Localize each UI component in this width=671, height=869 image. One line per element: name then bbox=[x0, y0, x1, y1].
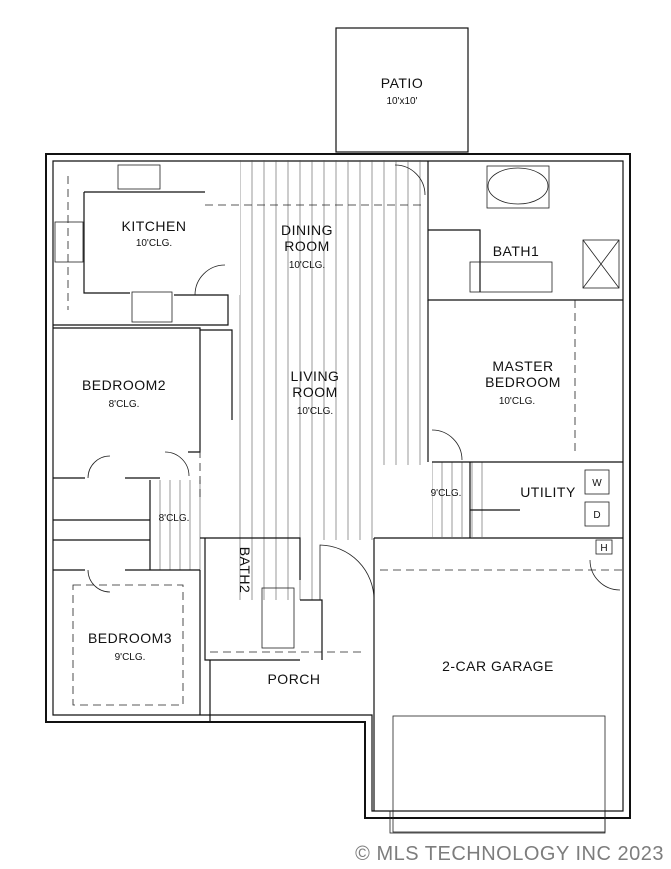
patio-label: PATIO bbox=[381, 75, 423, 91]
living-ceiling: 10'CLG. bbox=[297, 406, 333, 417]
hall-floor-hatch bbox=[150, 480, 201, 570]
living-label-2: ROOM bbox=[292, 384, 338, 400]
dining-label-1: DINING bbox=[281, 222, 333, 238]
dining-label-2: ROOM bbox=[284, 238, 330, 254]
bedroom3-ceiling: 9'CLG. bbox=[115, 652, 146, 663]
master-label-1: MASTER bbox=[492, 358, 553, 374]
bath1-label: BATH1 bbox=[493, 243, 540, 259]
bedroom3-label: BEDROOM3 bbox=[88, 630, 172, 646]
living-label-1: LIVING bbox=[291, 368, 340, 384]
interior-walls bbox=[53, 161, 623, 834]
kitchen-label: KITCHEN bbox=[122, 218, 187, 234]
bedroom2-label: BEDROOM2 bbox=[82, 377, 166, 393]
washer-label: W bbox=[592, 478, 602, 489]
patio-dims: 10'x10' bbox=[386, 96, 417, 107]
porch-label: PORCH bbox=[267, 671, 320, 687]
kitchen-ceiling: 10'CLG. bbox=[136, 238, 172, 249]
watermark: © MLS TECHNOLOGY INC 2023 bbox=[355, 843, 664, 865]
bedroom2-ceiling: 8'CLG. bbox=[109, 399, 140, 410]
hall-ceiling: 8'CLG. bbox=[159, 513, 190, 524]
utility-ceiling: 9'CLG. bbox=[431, 488, 462, 499]
dryer-label: D bbox=[593, 510, 600, 521]
dining-ceiling: 10'CLG. bbox=[289, 260, 325, 271]
room-labels: PATIO 10'x10' KITCHEN 10'CLG. DINING ROO… bbox=[82, 75, 608, 687]
utility-label: UTILITY bbox=[520, 484, 576, 500]
master-label-2: BEDROOM bbox=[485, 374, 561, 390]
garage-label: 2-CAR GARAGE bbox=[442, 658, 554, 674]
exterior-walls bbox=[45, 153, 631, 819]
bath2-label: BATH2 bbox=[237, 547, 253, 594]
utility-floor-hatch bbox=[432, 462, 483, 537]
master-ceiling: 10'CLG. bbox=[499, 396, 535, 407]
living-floor-hatch bbox=[239, 160, 421, 600]
water-heater-label: H bbox=[600, 543, 607, 554]
patio bbox=[335, 27, 469, 153]
